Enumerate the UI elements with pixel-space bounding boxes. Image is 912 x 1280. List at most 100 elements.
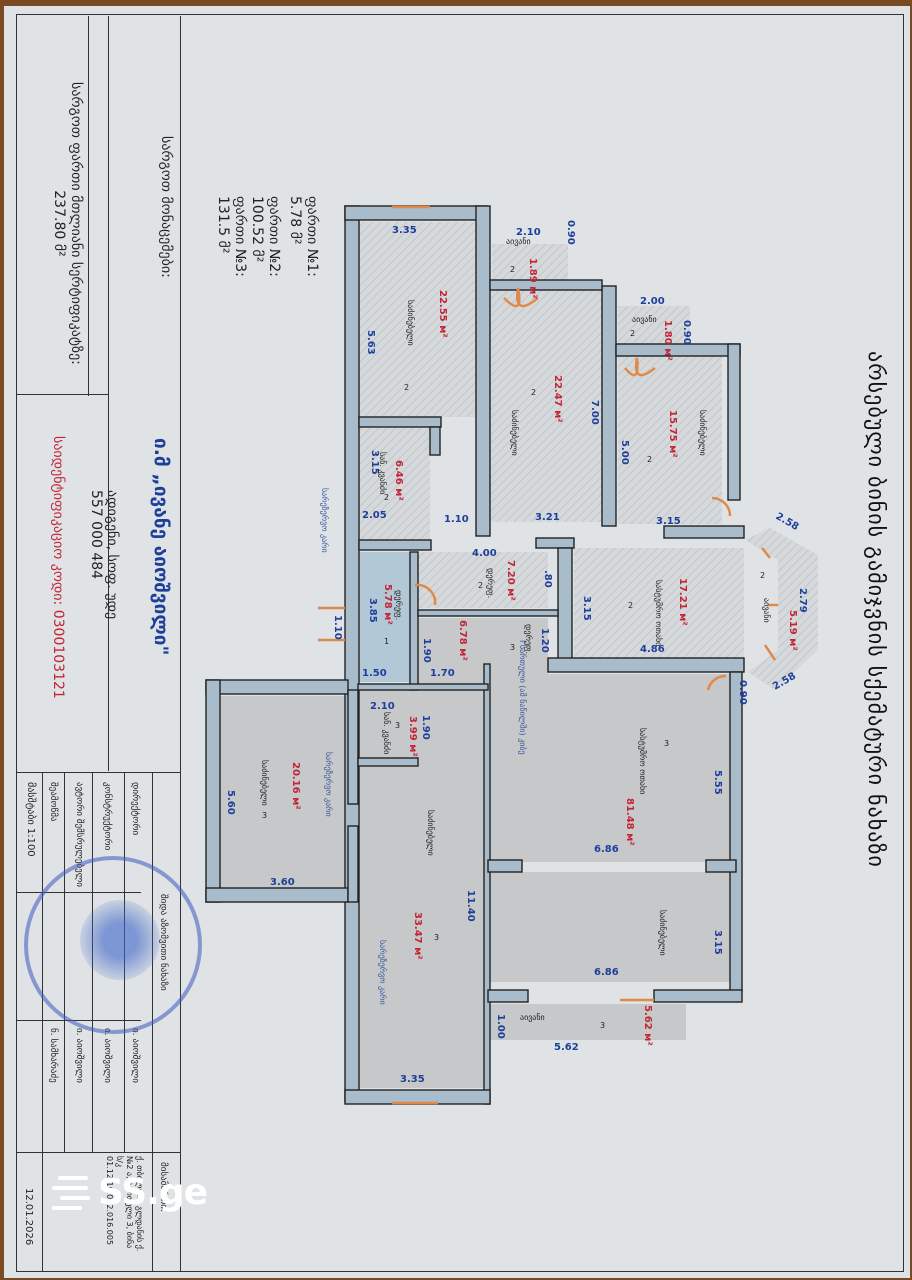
svg-text:22.47 м²: 22.47 м²: [552, 375, 563, 423]
svg-text:საძინებელი: საძინებელი: [698, 410, 708, 456]
titleblock-line: [16, 1152, 181, 1153]
svg-text:2: 2: [647, 455, 652, 464]
svg-text:2.10: 2.10: [516, 227, 541, 238]
dimension-labels: 3.35 5.63 2.10 0.90 2.00 0.90 7.00 5.00 …: [225, 220, 808, 1085]
svg-text:2: 2: [478, 581, 483, 590]
svg-text:4.00: 4.00: [472, 548, 497, 559]
svg-text:3: 3: [510, 643, 515, 652]
svg-text:აივანი: აივანი: [506, 236, 531, 246]
document-sheet: სარგოთ ფართი მთლიანი სერტიფიკატზე: 237.8…: [4, 6, 910, 1278]
svg-text:დერეფ.: დერეფ.: [486, 568, 496, 598]
svg-text:სარეზერვო კარი: სარეზერვო კარი: [378, 940, 388, 1005]
svg-text:სასტუმრო ოთახი: სასტუმრო ოთახი: [638, 728, 648, 794]
svg-text:3.15: 3.15: [581, 596, 592, 621]
svg-text:1.90: 1.90: [420, 715, 431, 740]
svg-text:დერეფ.: დერეფ.: [394, 590, 404, 620]
svg-text:3.15: 3.15: [369, 450, 380, 475]
svg-text:0.90: 0.90: [565, 220, 576, 245]
area-labels: 22.55 м² 22.47 м² 1.89 м² 1.80 м² 15.75 …: [290, 258, 798, 1046]
svg-text:15.75 м²: 15.75 м²: [667, 410, 678, 458]
svg-text:2.10: 2.10: [370, 701, 395, 712]
svg-text:სარეზერვო კარი: სარეზერვო კარი: [324, 752, 334, 817]
svg-text:20.16 м²: 20.16 м²: [290, 762, 301, 810]
zone-numbers: 2 2 2 2 2 2 2 2 2 1 3 3 3 3 3 3: [262, 265, 765, 1030]
svg-text:1.10: 1.10: [332, 615, 343, 640]
svg-text:33.47 м²: 33.47 м²: [412, 912, 423, 960]
svg-text:1.50: 1.50: [362, 668, 387, 679]
svg-text:5.78 м²: 5.78 м²: [382, 584, 393, 625]
svg-text:0.90: 0.90: [737, 680, 748, 705]
svg-text:სან. კვანძი: სან. კვანძი: [378, 452, 388, 494]
svg-text:11.40: 11.40: [465, 890, 476, 922]
svg-text:საძინებელი: საძინებელი: [406, 300, 416, 346]
svg-text:6.86: 6.86: [594, 967, 619, 978]
svg-text:აივანი: აივანი: [520, 1012, 545, 1022]
svg-text:3: 3: [434, 933, 439, 942]
svg-text:81.48 м²: 81.48 м²: [624, 798, 635, 846]
svg-text:1.00: 1.00: [495, 1014, 506, 1039]
svg-text:სან. კვანძი: სან. კვანძი: [382, 712, 392, 754]
svg-text:1.70: 1.70: [430, 668, 455, 679]
watermark-logo-icon: [52, 1175, 90, 1210]
svg-text:დერეფ.: დერეფ.: [524, 624, 534, 654]
svg-text:I სართული (ამ ნაწილში) კიბე: I სართული (ამ ნაწილში) კიბე: [518, 640, 528, 755]
svg-text:5.62 м²: 5.62 м²: [642, 1005, 653, 1046]
floor-plan-svg: 3.35 5.63 2.10 0.90 2.00 0.90 7.00 5.00 …: [205, 205, 818, 1105]
svg-text:1.90: 1.90: [421, 638, 432, 663]
svg-text:3: 3: [600, 1021, 605, 1030]
svg-text:6.78 м²: 6.78 м²: [457, 620, 468, 661]
svg-text:3: 3: [262, 811, 267, 820]
svg-text:2: 2: [630, 329, 635, 338]
svg-text:2: 2: [531, 388, 536, 397]
svg-text:სარეზერვო კარი: სარეზერვო კარი: [320, 488, 330, 553]
svg-text:7.20 м²: 7.20 м²: [505, 560, 516, 601]
stamp-emblem-icon: [80, 900, 160, 980]
svg-text:17.21 м²: 17.21 м²: [677, 578, 688, 626]
titleblock-line: [42, 772, 43, 1272]
svg-text:საძინებელი: საძინებელი: [658, 910, 668, 956]
ssge-watermark: SS.ge: [52, 1172, 208, 1213]
svg-text:6.86: 6.86: [594, 844, 619, 855]
svg-text:.80: .80: [542, 570, 553, 588]
svg-text:3.35: 3.35: [400, 1074, 425, 1085]
panel-divider: [108, 16, 109, 771]
plan-notes: სარეზერვო კარი სარეზერვო კარი სარეზერვო …: [320, 488, 528, 1005]
svg-text:1.10: 1.10: [444, 514, 469, 525]
svg-text:2: 2: [404, 383, 409, 392]
svg-text:5.19 м²: 5.19 м²: [787, 610, 798, 651]
svg-text:0.90: 0.90: [681, 320, 692, 345]
svg-text:საძინებელი: საძინებელი: [510, 410, 520, 456]
svg-text:3.15: 3.15: [712, 930, 723, 955]
svg-text:1.80 м²: 1.80 м²: [662, 320, 673, 361]
svg-text:1: 1: [384, 637, 389, 646]
svg-text:3: 3: [395, 721, 400, 730]
svg-text:2: 2: [384, 493, 389, 502]
svg-text:3.85: 3.85: [367, 598, 378, 623]
svg-text:6.46 м²: 6.46 м²: [393, 460, 404, 501]
svg-text:2.79: 2.79: [797, 588, 808, 613]
panel-divider: [88, 16, 89, 396]
svg-text:2: 2: [510, 265, 515, 274]
svg-text:2.05: 2.05: [362, 510, 387, 521]
svg-text:2: 2: [628, 601, 633, 610]
svg-text:1.89 м²: 1.89 м²: [527, 258, 538, 299]
svg-text:საძინებელი: საძინებელი: [260, 760, 270, 806]
drawing-frame: [16, 14, 904, 1272]
svg-text:3.15: 3.15: [656, 516, 681, 527]
svg-text:2.00: 2.00: [640, 296, 665, 307]
svg-text:5.62: 5.62: [554, 1042, 579, 1053]
svg-text:1.20: 1.20: [539, 628, 550, 653]
svg-text:3.99 м²: 3.99 м²: [407, 716, 418, 757]
svg-text:სასტუმრო ოთახი: სასტუმრო ოთახი: [654, 580, 664, 646]
svg-text:აივანი: აივანი: [762, 598, 772, 623]
svg-text:4.86: 4.86: [640, 644, 665, 655]
watermark-text: SS.ge: [98, 1172, 208, 1213]
panel-divider: [16, 772, 181, 773]
svg-text:5.55: 5.55: [712, 770, 723, 795]
svg-text:22.55 м²: 22.55 м²: [437, 290, 448, 338]
svg-text:2.58: 2.58: [774, 511, 801, 533]
svg-text:საძინებელი: საძინებელი: [426, 810, 436, 856]
panel-divider: [180, 16, 181, 1271]
svg-text:3.60: 3.60: [270, 877, 295, 888]
svg-text:5.60: 5.60: [225, 790, 236, 815]
